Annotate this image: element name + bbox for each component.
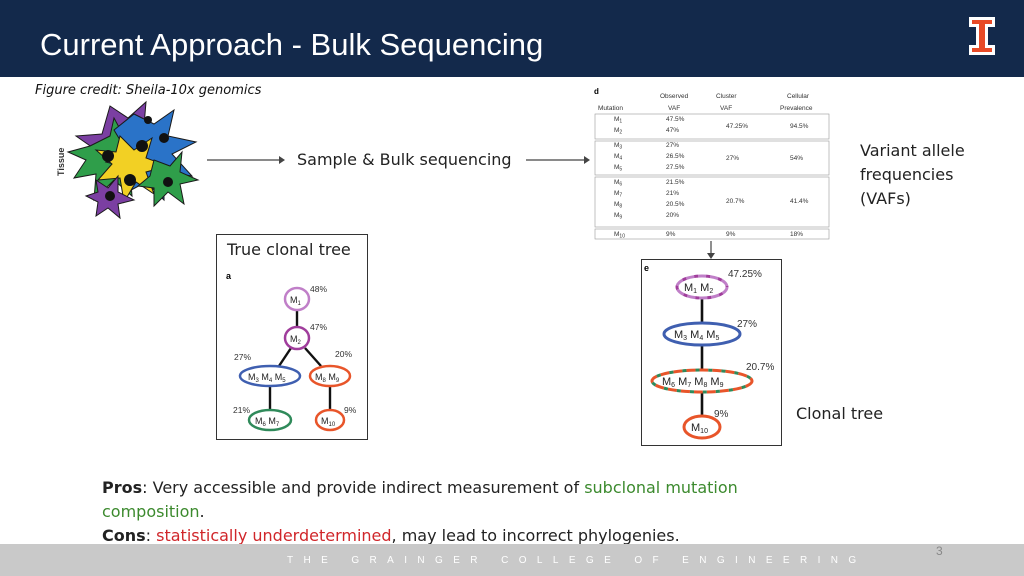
svg-text:M1: M1 (290, 295, 302, 307)
vaf-note: Variant allele frequencies (VAFs) (860, 139, 965, 211)
true-tree-label: True clonal tree (227, 240, 351, 259)
true-node-m1 (283, 286, 311, 312)
clonal-pct-4: 9% (714, 409, 729, 420)
svg-text:M6 M7 M8 M9: M6 M7 M8 M9 (662, 376, 724, 389)
pros-paragraph: Pros: Very accessible and provide indire… (102, 476, 782, 524)
true-node-m3-m5 (238, 364, 302, 388)
vaf-row-mutation: M4 (614, 153, 622, 162)
vaf-row-observed: 26.5% (666, 153, 685, 160)
cons-label: Cons (102, 526, 146, 545)
clonal-pct-3: 20.7% (746, 362, 774, 373)
arrow-to-vaf-table (526, 156, 590, 164)
col-header-observed: Observed (660, 93, 689, 100)
vaf-row-observed: 21% (666, 190, 679, 197)
vaf-cluster-value: 9% (726, 231, 736, 238)
footer-bar (0, 544, 1024, 576)
col-header-cluster-vaf: VAF (720, 105, 732, 112)
vaf-cluster-prevalence: 94.5% (790, 123, 809, 130)
clonal-tree: e M1 M2 M3 M4 M5 M6 M7 M8 M9 M10 47.25% … (644, 263, 774, 440)
pros-text-1: : Very accessible and provide indirect m… (142, 478, 585, 497)
clonal-tree-box (641, 259, 782, 446)
clonal-node-4 (682, 414, 722, 440)
vaf-note-line-3: (VAFs) (860, 189, 911, 208)
panel-e-letter: e (644, 263, 649, 273)
true-tree-box (216, 234, 368, 440)
true-clonal-tree: a M1 M2 M3 M4 M5 M8 M9 M6 M7 M10 48% 47%… (226, 271, 357, 432)
true-node-m2 (283, 325, 311, 351)
svg-text:M1 M2: M1 M2 (684, 282, 713, 295)
col-header-observed-vaf: VAF (668, 105, 680, 112)
true-pct-m2: 47% (310, 322, 327, 332)
vaf-cluster-value: 47.25% (726, 123, 748, 130)
cons-paragraph: Cons: statistically underdetermined, may… (102, 524, 782, 548)
vaf-cluster-prevalence: 54% (790, 155, 803, 162)
vaf-row-observed: 20.5% (666, 201, 685, 208)
vaf-cluster-prevalence: 18% (790, 231, 803, 238)
vaf-row-mutation: M8 (614, 201, 622, 210)
pros-label: Pros (102, 478, 143, 497)
vaf-row-observed: 9% (666, 231, 676, 238)
vaf-row-observed: 47% (666, 127, 679, 134)
page-number: 3 (936, 544, 943, 558)
clonal-pct-1: 47.25% (728, 269, 762, 280)
vaf-row-mutation: M6 (614, 179, 622, 188)
clonal-node-2 (662, 321, 742, 347)
true-pct-m1: 48% (310, 284, 327, 294)
vaf-row-mutation: M3 (614, 142, 622, 151)
vaf-cluster-value: 27% (726, 155, 739, 162)
true-node-m8-m9 (308, 364, 352, 388)
vaf-row-observed: 20% (666, 212, 679, 219)
vaf-cluster-prevalence: 41.4% (790, 198, 809, 205)
footer-text: THE GRAINGER COLLEGE OF ENGINEERING (287, 555, 867, 566)
svg-text:M3 M4 M5: M3 M4 M5 (674, 329, 719, 342)
university-logo (969, 17, 995, 55)
pros-highlight: subclonal mutation composition (102, 478, 738, 521)
slide-title: Current Approach - Bulk Sequencing (40, 27, 544, 62)
vaf-note-line-1: Variant allele (860, 141, 965, 160)
vaf-row-mutation: M2 (614, 127, 622, 136)
cons-text-2: , may lead to incorrect phylogenies. (391, 526, 680, 545)
arrow-to-clonal-tree (707, 241, 715, 259)
vaf-row-mutation: M5 (614, 164, 622, 173)
col-header-mutation: Mutation (598, 105, 623, 112)
vaf-note-line-2: frequencies (860, 165, 954, 184)
pros-cons-text: Pros: Very accessible and provide indire… (102, 476, 782, 548)
true-pct-c6: 21% (233, 405, 250, 415)
vaf-cluster-value: 20.7% (726, 198, 745, 205)
arrow-label-sequencing: Sample & Bulk sequencing (297, 150, 512, 169)
clonal-node-3 (650, 368, 754, 394)
vaf-row-mutation: M1 (614, 116, 622, 125)
col-header-cellular: Cellular (787, 93, 810, 100)
vaf-row-observed: 27.5% (666, 164, 685, 171)
tissue-illustration: Tissue (56, 100, 200, 220)
svg-text:M8 M9: M8 M9 (315, 372, 340, 384)
clonal-pct-2: 27% (737, 319, 757, 330)
true-node-m10 (314, 408, 346, 432)
svg-text:M6 M7: M6 M7 (255, 416, 280, 428)
tissue-label: Tissue (56, 148, 66, 176)
true-pct-m10: 9% (344, 405, 357, 415)
col-header-cluster: Cluster (716, 93, 737, 100)
vaf-row-mutation: M7 (614, 190, 622, 199)
true-node-m6-m7 (247, 408, 293, 432)
vaf-row-observed: 47.5% (666, 116, 685, 123)
svg-text:M2: M2 (290, 334, 302, 346)
panel-a-letter: a (226, 271, 232, 281)
figure-credit: Figure credit: Sheila-10x genomics (35, 83, 262, 98)
vaf-row-mutation: M10 (614, 231, 625, 240)
clonal-tree-label: Clonal tree (796, 404, 884, 423)
cons-text-1: : (145, 526, 157, 545)
arrow-to-sequencing (207, 156, 285, 164)
vaf-row-observed: 27% (666, 142, 679, 149)
pros-text-2: . (199, 502, 205, 521)
col-header-prevalence: Prevalence (780, 105, 813, 112)
cons-highlight: statistically underdetermined (156, 526, 392, 545)
header-bar (0, 0, 1024, 77)
vaf-row-observed: 21.5% (666, 179, 685, 186)
true-pct-c8: 20% (335, 349, 352, 359)
vaf-table: d Mutation Observed VAF Cluster VAF Cell… (594, 87, 830, 240)
true-pct-c3: 27% (234, 352, 251, 362)
panel-d-letter: d (594, 87, 599, 96)
vaf-row-mutation: M9 (614, 212, 622, 221)
